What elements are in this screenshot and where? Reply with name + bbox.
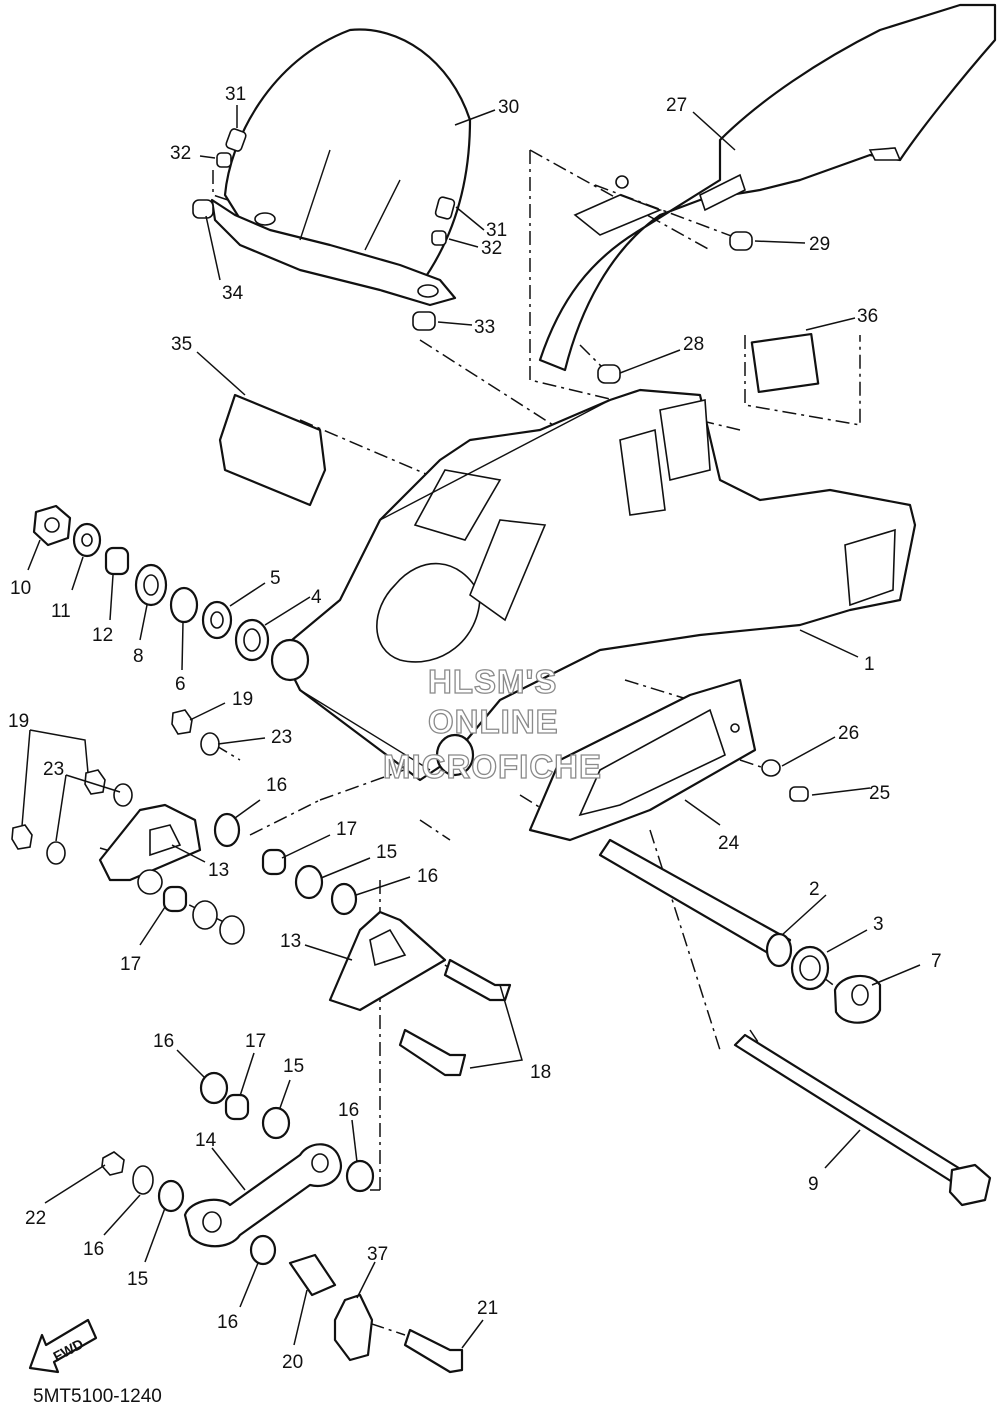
sticker bbox=[750, 332, 820, 394]
callout-21: 21 bbox=[477, 1298, 498, 1319]
callout-36: 36 bbox=[857, 306, 878, 327]
callout-8: 8 bbox=[133, 646, 144, 667]
callout-35: 35 bbox=[171, 334, 192, 355]
swingarm-main bbox=[270, 388, 917, 782]
callout-7: 7 bbox=[931, 951, 942, 972]
callout-15b: 15 bbox=[283, 1056, 304, 1077]
chain-case-bolts bbox=[597, 231, 753, 384]
callout-15a: 15 bbox=[376, 842, 397, 863]
fwd-arrow-icon: FWD bbox=[28, 1318, 98, 1374]
callout-14: 14 bbox=[195, 1130, 217, 1151]
slider-fasteners bbox=[761, 759, 809, 802]
chain-case bbox=[538, 3, 997, 372]
callout-34: 34 bbox=[222, 283, 244, 304]
fender-hardware bbox=[192, 128, 456, 331]
callout-33: 33 bbox=[474, 317, 495, 338]
callout-13b: 13 bbox=[280, 931, 301, 952]
callout-32a: 32 bbox=[170, 143, 191, 164]
callout-31b: 31 bbox=[486, 220, 507, 241]
callout-20: 20 bbox=[282, 1352, 303, 1373]
pivot-hardware bbox=[32, 504, 270, 662]
swingarm-guard bbox=[218, 393, 327, 507]
callout-1: 1 bbox=[864, 654, 875, 675]
watermark-line-3: MICROFICHE bbox=[383, 748, 602, 785]
watermark-line-1: HLSM'S bbox=[428, 663, 557, 700]
callout-10: 10 bbox=[10, 578, 31, 599]
callout-5: 5 bbox=[270, 568, 281, 589]
callout-23b: 23 bbox=[43, 759, 64, 780]
callout-31a: 31 bbox=[225, 84, 246, 105]
callout-6: 6 bbox=[175, 674, 186, 695]
relay-arm-parts bbox=[11, 709, 512, 1374]
callout-16b: 16 bbox=[417, 866, 438, 887]
callout-17a: 17 bbox=[336, 819, 357, 840]
callout-3: 3 bbox=[873, 914, 884, 935]
callout-24: 24 bbox=[718, 833, 740, 854]
callout-25: 25 bbox=[869, 783, 890, 804]
pivot-shaft-parts bbox=[598, 838, 992, 1207]
callout-16d: 16 bbox=[338, 1100, 359, 1121]
diagram-code: 5MT5100-1240 bbox=[33, 1386, 162, 1407]
callout-2: 2 bbox=[809, 879, 820, 900]
callout-19a: 19 bbox=[232, 689, 253, 710]
watermark-line-2: ONLINE bbox=[428, 703, 559, 740]
callout-13a: 13 bbox=[208, 860, 229, 881]
chain-slider bbox=[528, 678, 757, 842]
callout-29: 29 bbox=[809, 234, 830, 255]
callout-16f: 16 bbox=[217, 1312, 238, 1333]
callout-18: 18 bbox=[530, 1062, 551, 1083]
callout-26: 26 bbox=[838, 723, 859, 744]
callout-numbers: 1 2 3 4 5 6 7 8 9 10 11 12 13 13 14 15 1… bbox=[8, 84, 942, 1373]
callout-27: 27 bbox=[666, 95, 687, 116]
callout-28: 28 bbox=[683, 334, 704, 355]
callout-30: 30 bbox=[498, 97, 519, 118]
callout-4: 4 bbox=[311, 587, 322, 608]
callout-32b: 32 bbox=[481, 238, 502, 259]
callout-12: 12 bbox=[92, 625, 113, 646]
callout-23a: 23 bbox=[271, 727, 292, 748]
callout-11: 11 bbox=[51, 601, 71, 622]
watermark: HLSM'S ONLINE MICROFICHE bbox=[382, 662, 602, 785]
callout-16c: 16 bbox=[153, 1031, 174, 1052]
callout-16a: 16 bbox=[266, 775, 287, 796]
callout-37: 37 bbox=[367, 1244, 388, 1265]
callout-9: 9 bbox=[808, 1174, 819, 1195]
callout-17c: 17 bbox=[245, 1031, 266, 1052]
callout-17b: 17 bbox=[120, 954, 141, 975]
leader-lines bbox=[21, 105, 921, 1349]
callout-19b: 19 bbox=[8, 711, 29, 732]
callout-15c: 15 bbox=[127, 1269, 148, 1290]
callout-22: 22 bbox=[25, 1208, 46, 1229]
rear-fender bbox=[210, 28, 472, 307]
callout-16e: 16 bbox=[83, 1239, 104, 1260]
